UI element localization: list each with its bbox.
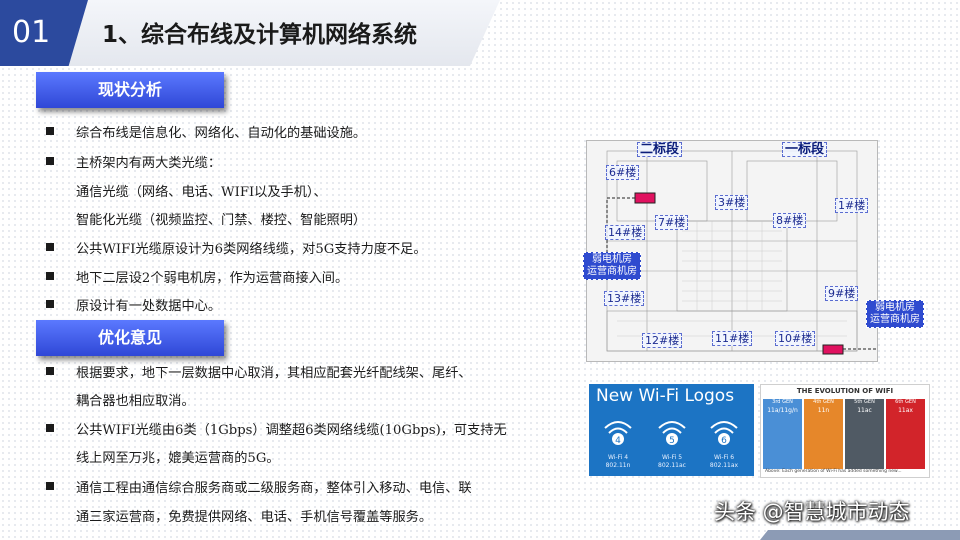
evolution-gen: 5th GEN <box>854 399 875 405</box>
map-building-label: 13#楼 <box>604 291 645 306</box>
list-item: 主桥架内有两大类光缆： <box>76 156 222 171</box>
list-item: 智能化光缆（视频监控、门禁、楼控、智能照明） <box>76 213 367 228</box>
evolution-column: 3rd GEN 11a/11g/n <box>763 399 802 469</box>
map-building-label: 14#楼 <box>605 225 646 240</box>
map-section-label: 二标段 <box>637 142 683 157</box>
room-name: 弱电机房 <box>592 254 632 265</box>
list-item: 线上网至万兆，媲美运营商的5G。 <box>76 451 280 466</box>
evolution-title: THE EVOLUTION OF WIFI <box>796 387 894 395</box>
wifi-gen-std: 802.11ax <box>709 462 739 469</box>
map-building-label: 12#楼 <box>642 333 683 348</box>
bullet-icon <box>46 272 54 280</box>
wifi-5-number: 5 <box>669 436 675 446</box>
section-label-optimization: 优化意见 <box>36 320 224 356</box>
map-building-label: 6#楼 <box>606 165 640 180</box>
map-section-label: 一标段 <box>782 142 828 157</box>
map-building-label: 7#楼 <box>655 215 689 230</box>
watermark-text: 头条 @智慧城市动态 <box>714 500 910 524</box>
map-building-label: 11#楼 <box>712 331 753 346</box>
evolution-std: 11ax <box>898 407 913 414</box>
site-plan-image: 二标段 一标段 6#楼 3#楼 7#楼 8#楼 1#楼 14#楼 13#楼 9#… <box>586 140 878 362</box>
bullet-icon <box>46 367 54 375</box>
list-item: 根据要求，地下一层数据中心取消，其相应配套光纤配线架、尾纤、 <box>76 366 472 381</box>
bullet-icon <box>46 300 54 308</box>
bottom-decoration <box>760 530 960 540</box>
bullet-icon <box>46 243 54 251</box>
wifi-gen-std: 802.11ac <box>658 462 686 469</box>
map-building-label: 1#楼 <box>835 198 869 213</box>
wifi-5-icon: 5 <box>658 421 686 446</box>
wifi-4-number: 4 <box>615 436 621 446</box>
evolution-std: 11n <box>817 407 830 414</box>
map-room-label: 弱电机房 运营商机房 <box>866 300 924 328</box>
bullet-icon <box>46 424 54 432</box>
list-item: 通信工程由通信综合服务商或二级服务商，整体引入移动、电信、联 <box>76 481 472 496</box>
wifi-gen-name: Wi-Fi 6 <box>713 454 735 461</box>
list-item: 地下二层设2个弱电机房，作为运营商接入间。 <box>76 271 349 286</box>
list-item: 通信光缆（网络、电话、WIFI以及手机）、 <box>76 185 327 200</box>
list-item: 公共WIFI光缆原设计为6类网络线缆，对5G支持力度不足。 <box>76 242 427 257</box>
wifi-6-number: 6 <box>721 436 727 446</box>
list-item: 通三家运营商，免费提供网络、电话、手机信号覆盖等服务。 <box>76 510 433 525</box>
wifi-gen-name: Wi-Fi 4 <box>607 454 629 461</box>
evolution-gen: 6th GEN <box>895 399 916 405</box>
wifi-logos-title: New Wi-Fi Logos <box>596 386 735 406</box>
wifi-4-icon: 4 <box>604 421 632 446</box>
section-label-current-analysis: 现状分析 <box>36 72 224 108</box>
page-title: 1、综合布线及计算机网络系统 <box>102 22 418 48</box>
list-item: 公共WIFI光缆由6类（1Gbps）调整超6类网络线缆(10Gbps)，可支持无 <box>76 423 507 438</box>
map-building-label: 8#楼 <box>773 213 807 228</box>
map-building-label: 10#楼 <box>775 331 816 346</box>
wifi-gen-name: Wi-Fi 5 <box>661 454 683 461</box>
list-item: 原设计有一处数据中心。 <box>76 299 222 314</box>
map-room-label: 弱电机房 运营商机房 <box>583 252 641 280</box>
evolution-column: 4th GEN 11n <box>804 399 843 469</box>
list-item: 耦合器也相应取消。 <box>76 394 195 409</box>
evolution-column: 5th GEN 11ac <box>845 399 884 469</box>
evolution-footer: Above: Each generation of Wi-Fi has adde… <box>765 469 902 474</box>
evolution-gen: 4th GEN <box>813 399 834 405</box>
room-name: 弱电机房 <box>875 302 915 313</box>
map-building-label: 9#楼 <box>825 286 859 301</box>
wifi-evolution-image: THE EVOLUTION OF WIFI 3rd GEN 11a/11g/n … <box>760 384 930 478</box>
evolution-std: 11ac <box>857 407 872 414</box>
bullet-icon <box>46 157 54 165</box>
list-item: 综合布线是信息化、网络化、自动化的基础设施。 <box>76 126 367 141</box>
wifi-6-icon: 6 <box>710 421 738 446</box>
evolution-std: 11a/11g/n <box>767 407 798 414</box>
bullet-icon <box>46 127 54 135</box>
evolution-gen: 3rd GEN <box>772 399 793 405</box>
map-building-label: 3#楼 <box>715 195 749 210</box>
evolution-column: 6th GEN 11ax <box>886 399 925 469</box>
room-name: 运营商机房 <box>587 266 637 277</box>
room-name: 运营商机房 <box>870 314 920 325</box>
bullet-icon <box>46 482 54 490</box>
wifi-gen-std: 802.11n <box>605 462 631 469</box>
